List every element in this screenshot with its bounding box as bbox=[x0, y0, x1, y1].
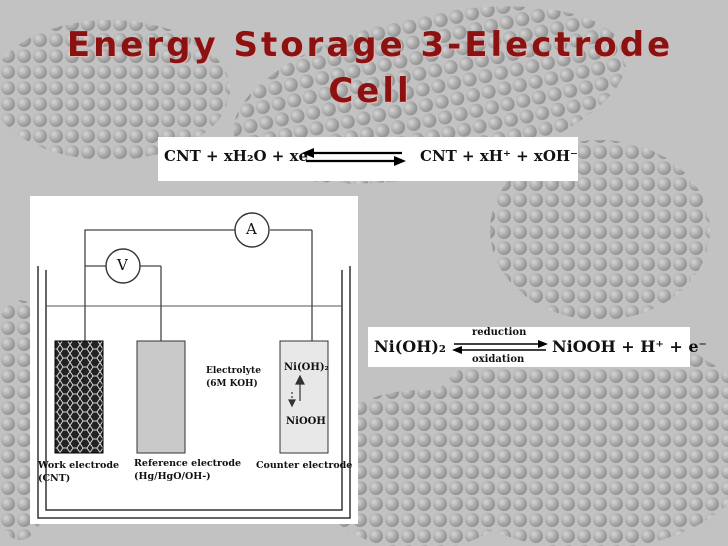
three-electrode-cell-diagram: A V Electrolyte (6M KOH) Ni(OH)₂ NiOOH W… bbox=[30, 196, 358, 524]
nickel-reaction-equation: Ni(OH)₂ reduction oxidation NiOOH + H⁺ +… bbox=[368, 327, 707, 367]
work-electrode bbox=[54, 340, 104, 454]
counter-electrode-label: Counter electrode bbox=[256, 460, 353, 471]
redox-arrows-icon bbox=[452, 340, 548, 354]
reference-electrode bbox=[136, 340, 186, 454]
counter-electrode bbox=[279, 340, 329, 454]
work-electrode-label-line1: Work electrode bbox=[38, 460, 120, 471]
cnt-reaction-right: CNT + xH⁺ + xOH⁻ bbox=[420, 147, 578, 165]
nickel-reaction-left: Ni(OH)₂ bbox=[374, 337, 446, 356]
voltmeter-icon bbox=[105, 248, 141, 284]
nickel-reaction-right: NiOOH + H⁺ + e⁻ bbox=[552, 337, 707, 356]
cell-schematic bbox=[37, 212, 351, 519]
beaker bbox=[37, 266, 351, 519]
reference-electrode-label-line2: (Hg/HgO/OH-) bbox=[134, 471, 211, 482]
counter-bottom-species: NiOOH bbox=[286, 416, 326, 427]
work-electrode-label-line2: (CNT) bbox=[38, 473, 71, 484]
reduction-label: reduction bbox=[472, 327, 527, 338]
equilibrium-arrows-icon bbox=[302, 148, 406, 166]
ammeter-icon bbox=[234, 212, 270, 248]
ammeter-label: A bbox=[246, 220, 257, 238]
voltmeter-label: V bbox=[117, 256, 128, 274]
reference-electrode-label-line1: Reference electrode bbox=[134, 458, 242, 469]
slide-title-line2: Cell bbox=[328, 71, 412, 111]
cnt-reaction-left: CNT + xH₂O + xe⁻ bbox=[164, 147, 316, 165]
oxidation-label: oxidation bbox=[472, 354, 525, 365]
slide-title-line1: Energy Storage 3-Electrode bbox=[66, 25, 674, 65]
counter-top-species: Ni(OH)₂ bbox=[284, 362, 329, 373]
cnt-reaction-equation: CNT + xH₂O + xe⁻ CNT + xH⁺ + xOH⁻ bbox=[158, 137, 578, 181]
electrolyte-label-line1: Electrolyte bbox=[206, 366, 261, 376]
electrolyte-label-line2: (6M KOH) bbox=[206, 379, 258, 389]
counter-conversion-arrow bbox=[288, 374, 305, 408]
